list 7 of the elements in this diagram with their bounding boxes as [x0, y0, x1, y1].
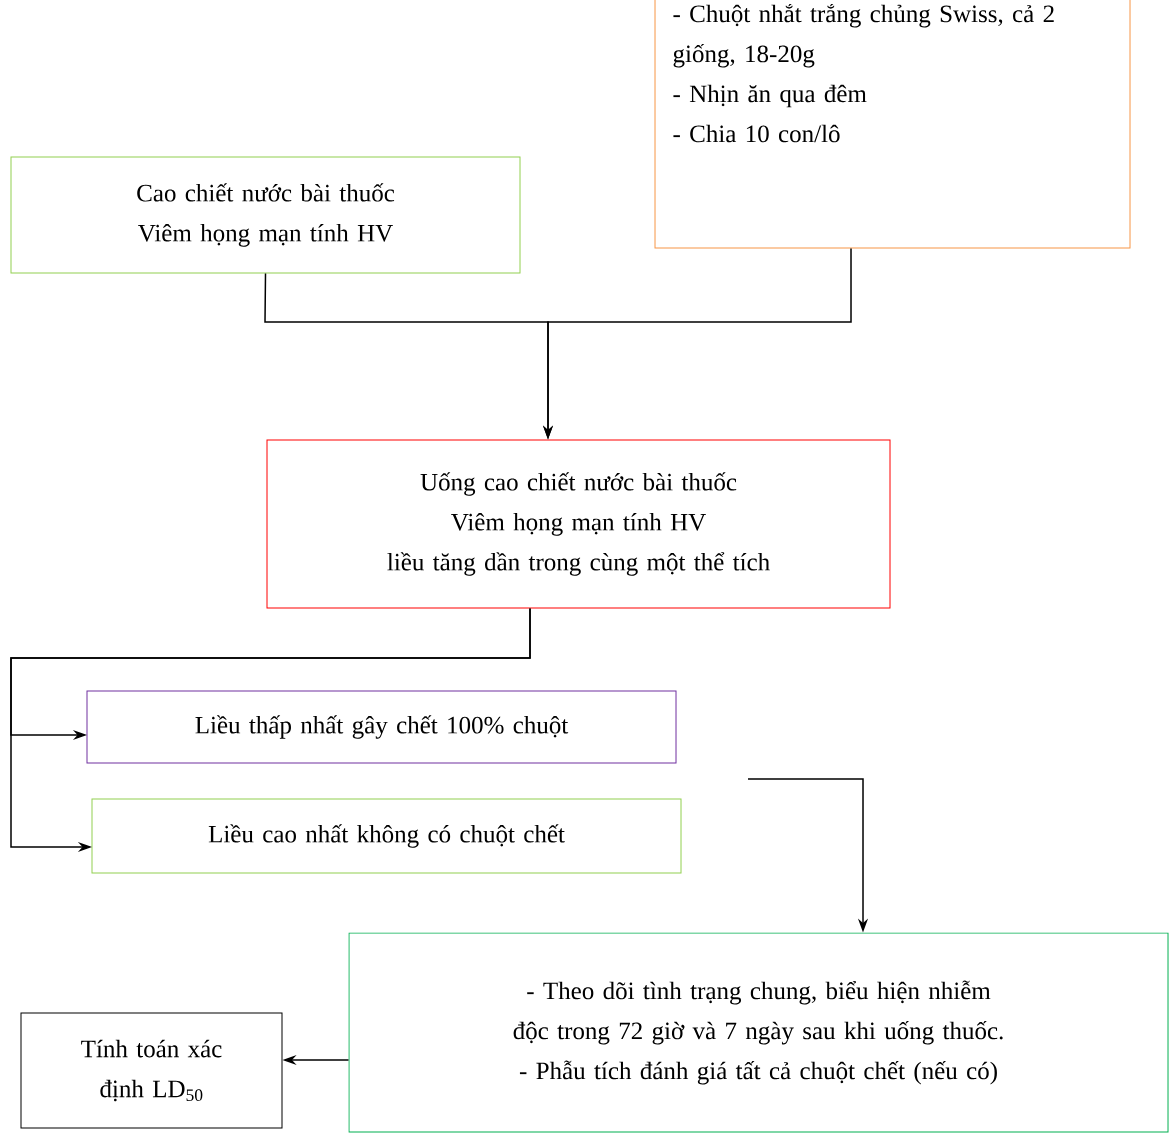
process-box: - Chuột nhắt trắng chủng Swiss, cả 2 giống, 18-20g - Nhịn ăn qua đêm - Chia 10 con/lô: [654, 0, 1131, 249]
process-box: Liều cao nhất không có chuột chết: [91, 798, 682, 874]
process-box: Tính toán xác định LD$_{50}$: [20, 1012, 283, 1129]
process-box: Liều thấp nhất gây chết 100% chuột: [86, 690, 677, 764]
process-box: Cao chiết nước bài thuốc Viêm họng mạn tính HV: [10, 156, 521, 274]
process-box: - Theo dõi tình trạng chung, biểu hiện nhiễm độc trong 72 giờ và 7 ngày sau khi uống thuốc. - Phẫu tích đánh giá tất cả chuột chết (nếu có): [348, 932, 1169, 1133]
process-box: Uống cao chiết nước bài thuốc Viêm họng mạn tính HV liều tăng dần trong cùng một thể tích: [266, 439, 891, 609]
